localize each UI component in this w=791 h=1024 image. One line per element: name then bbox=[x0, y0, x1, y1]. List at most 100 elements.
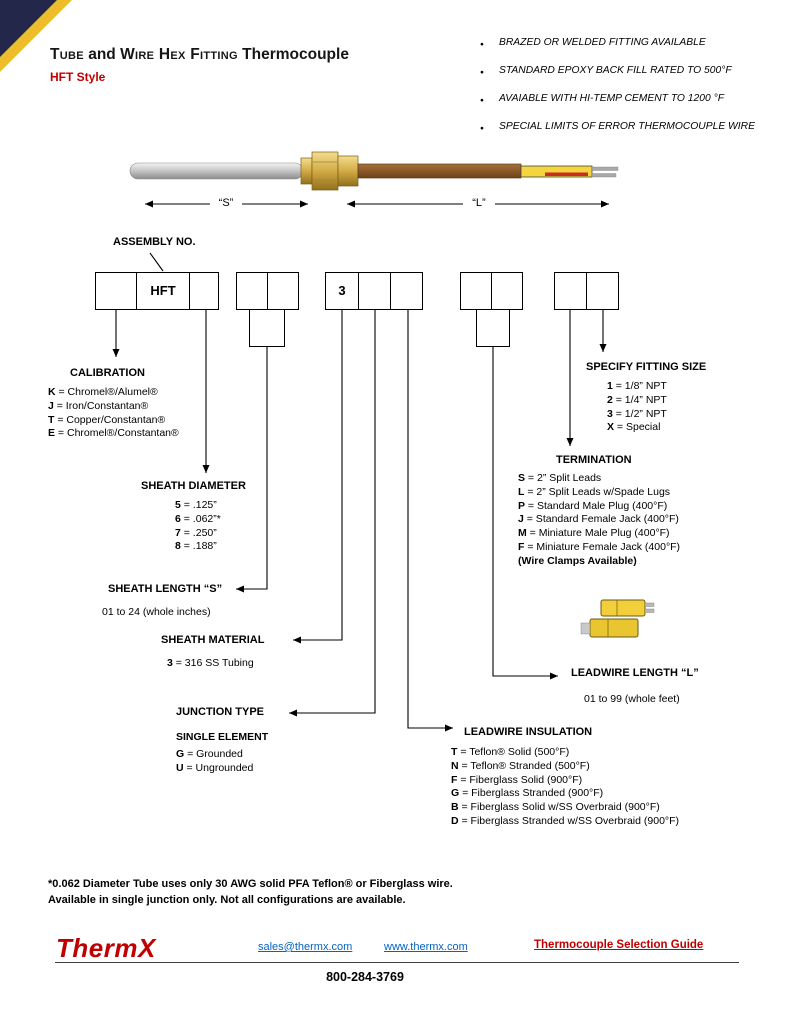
calibration-item: K = Chromel®/Alumel® bbox=[48, 386, 158, 398]
item-key: M bbox=[518, 527, 527, 540]
item-key: 5 bbox=[175, 499, 181, 511]
feature-bullet: AVAIABLE WITH HI-TEMP CEMENT TO 1200 °F bbox=[478, 92, 778, 107]
leadwire-insulation-item: T = Teflon® Solid (500°F) bbox=[451, 746, 570, 758]
footnote-line-2: Available in single junction only. Not a… bbox=[48, 894, 406, 906]
item-key: E bbox=[48, 427, 56, 440]
item-key: D bbox=[451, 814, 459, 827]
pn-cell-calibration bbox=[95, 272, 137, 310]
pn-subcell-leadwire-length bbox=[476, 309, 510, 347]
termination-item: M = Miniature Male Plug (400°F) bbox=[518, 527, 670, 540]
pn-cell-sheath-diameter bbox=[189, 272, 219, 310]
partnumber-group-5 bbox=[554, 272, 619, 310]
feature-bullet: BRAZED OR WELDED FITTING AVAILABLE bbox=[478, 36, 778, 51]
item-key: G bbox=[176, 748, 185, 760]
item-key: 3 bbox=[607, 407, 613, 420]
feature-bullet: SPECIAL LIMITS OF ERROR THERMOCOUPLE WIR… bbox=[478, 120, 778, 135]
thermocouple-illustration bbox=[129, 151, 619, 191]
termination-item: (Wire Clamps Available) bbox=[518, 554, 637, 567]
corner-decoration bbox=[0, 0, 72, 72]
title-part: and bbox=[83, 46, 121, 63]
footer-divider bbox=[55, 962, 739, 963]
item-key: K bbox=[48, 386, 56, 398]
pn-cell-insulation bbox=[390, 272, 423, 310]
leadwire-insulation-item: G = Fiberglass Stranded (900°F) bbox=[451, 787, 604, 800]
footnote: *0.062 Diameter Tube uses only 30 AWG so… bbox=[48, 876, 453, 908]
item-key: P bbox=[518, 499, 526, 512]
pn-cell bbox=[267, 272, 299, 310]
pn-cell-sheath-material: 3 bbox=[325, 272, 359, 310]
fitting-size-item: 2 = 1/4” NPT bbox=[607, 393, 667, 406]
dimension-l-label: “L” bbox=[463, 196, 495, 211]
item-key: B bbox=[451, 801, 459, 814]
sheath-diameter-item: 5 = .125” bbox=[175, 499, 217, 511]
dimension-s-label: “S” bbox=[210, 196, 242, 211]
item-key: 1 bbox=[607, 380, 613, 392]
email-link[interactable]: sales@thermx.com bbox=[258, 941, 353, 953]
section-title-leadwire-insulation: LEADWIRE INSULATION bbox=[464, 726, 593, 738]
item-key: T bbox=[451, 746, 458, 758]
title-part: Tube bbox=[50, 46, 84, 63]
assembly-no-label: ASSEMBLY NO. bbox=[113, 236, 196, 248]
pn-cell-termination bbox=[554, 272, 587, 310]
connector-lines bbox=[112, 252, 607, 732]
item-key: 3 bbox=[167, 657, 173, 669]
item-key: N bbox=[451, 759, 459, 772]
pn-cell bbox=[491, 272, 523, 310]
item-key: J bbox=[518, 513, 524, 526]
leadwire-insulation-list: T = Teflon® Solid (500°F)N = Teflon® Str… bbox=[451, 746, 679, 829]
item-key: T bbox=[48, 413, 55, 426]
junction-subtitle: SINGLE ELEMENT bbox=[176, 731, 269, 743]
leadwire-insulation-item: D = Fiberglass Stranded w/SS Overbraid (… bbox=[451, 814, 680, 827]
leadwire-insulation-item: N = Teflon® Stranded (500°F) bbox=[451, 759, 590, 772]
leadwire-insulation-item: F = Fiberglass Solid (900°F) bbox=[451, 773, 583, 786]
item-key: 8 bbox=[175, 540, 181, 553]
section-title-calibration: CALIBRATION bbox=[70, 367, 145, 379]
sheath-material-item: 3 = 316 SS Tubing bbox=[167, 657, 254, 669]
sheath-diameter-item: 8 = .188” bbox=[175, 540, 217, 553]
calibration-item: T = Copper/Constantan® bbox=[48, 413, 166, 426]
fitting-size-item: 1 = 1/8” NPT bbox=[607, 380, 667, 392]
pn-cell-junction bbox=[358, 272, 391, 310]
phone-number: 800-284-3769 bbox=[326, 970, 404, 984]
selection-guide-link[interactable]: Thermocouple Selection Guide bbox=[534, 939, 704, 951]
termination-item: S = 2” Split Leads bbox=[518, 472, 602, 484]
item-key: F bbox=[451, 773, 458, 786]
style-subtitle: HFT Style bbox=[50, 70, 106, 84]
leadwire-length-note: 01 to 99 (whole feet) bbox=[584, 693, 680, 705]
sheath-length-note: 01 to 24 (whole inches) bbox=[102, 606, 211, 618]
item-key: 7 bbox=[175, 526, 181, 539]
termination-item: L = 2” Split Leads w/Spade Lugs bbox=[518, 485, 671, 498]
partnumber-group-4 bbox=[460, 272, 523, 310]
connector-plug-image bbox=[580, 599, 655, 638]
sheath-material-list: 3 = 316 SS Tubing bbox=[167, 657, 254, 671]
section-title-junction-type: JUNCTION TYPE bbox=[176, 706, 265, 718]
termination-item: J = Standard Female Jack (400°F) bbox=[518, 513, 679, 526]
pn-cell bbox=[460, 272, 492, 310]
item-key: J bbox=[48, 399, 54, 412]
section-title-leadwire-length: LEADWIRE LENGTH “L” bbox=[571, 667, 699, 679]
item-key: 6 bbox=[175, 512, 181, 525]
item-key: S bbox=[518, 472, 526, 484]
section-title-termination: TERMINATION bbox=[556, 454, 632, 466]
page-title: Tube and Wire Hex Fitting Thermocouple bbox=[50, 46, 349, 64]
calibration-item: J = Iron/Constantan® bbox=[48, 399, 149, 412]
calibration-list: K = Chromel®/Alumel®J = Iron/Constantan®… bbox=[48, 386, 179, 441]
termination-item: P = Standard Male Plug (400°F) bbox=[518, 499, 668, 512]
leadwire-insulation-item: B = Fiberglass Solid w/SS Overbraid (900… bbox=[451, 801, 660, 814]
sheath-diameter-list: 5 = .125”6 = .062”*7 = .250”8 = .188” bbox=[175, 499, 221, 554]
title-part: Thermocouple bbox=[237, 46, 349, 63]
junction-item: G = Grounded bbox=[176, 748, 243, 760]
junction-item: U = Ungrounded bbox=[176, 761, 254, 774]
calibration-item: E = Chromel®/Constantan® bbox=[48, 427, 179, 440]
fitting-size-item: X = Special bbox=[607, 421, 661, 434]
footnote-line-1: *0.062 Diameter Tube uses only 30 AWG so… bbox=[48, 878, 453, 890]
website-link[interactable]: www.thermx.com bbox=[384, 941, 468, 953]
sheath-diameter-item: 6 = .062”* bbox=[175, 512, 221, 525]
item-key: G bbox=[451, 787, 460, 800]
partnumber-group-3: 3 bbox=[325, 272, 423, 310]
feature-bullet: STANDARD EPOXY BACK FILL RATED TO 500°F bbox=[478, 64, 778, 79]
